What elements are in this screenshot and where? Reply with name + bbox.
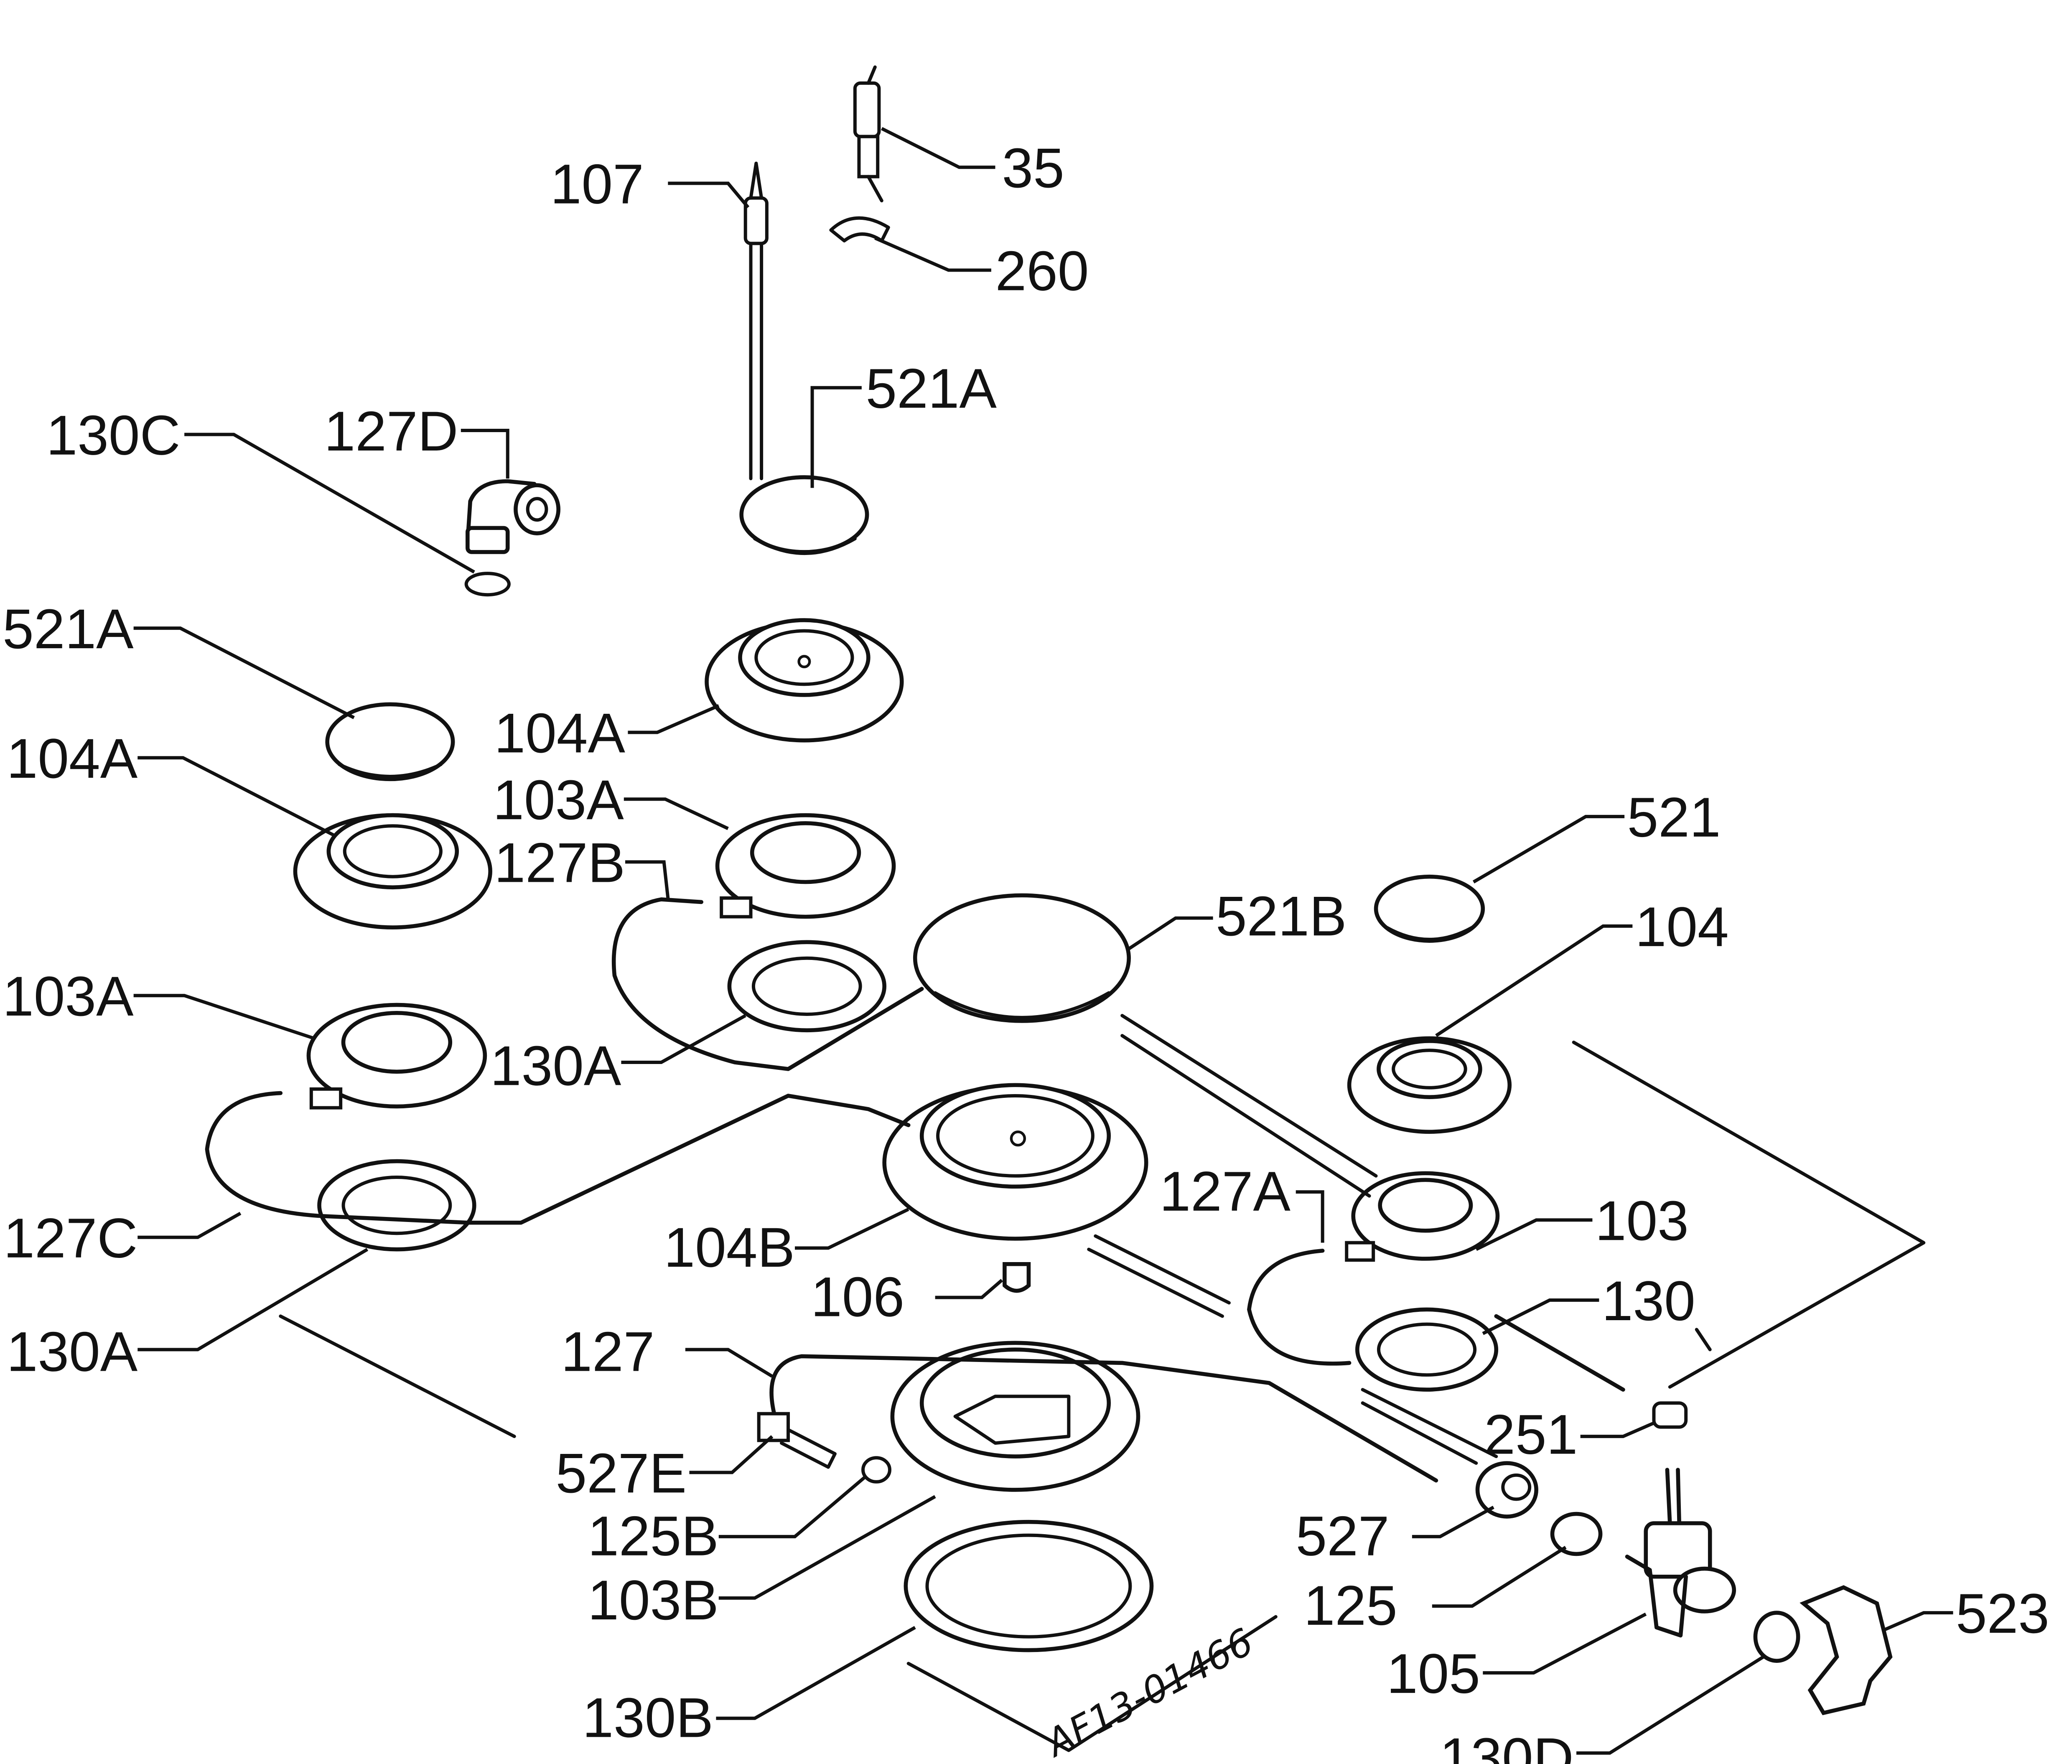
label-127d: 127D (324, 400, 458, 463)
part-104b-large-burner (882, 1083, 1148, 1241)
part-104a-burner-left (293, 813, 492, 929)
part-35-spark-electrode (853, 65, 883, 203)
part-521a-cap-left (325, 702, 455, 781)
boundary-lines (279, 1041, 1926, 1752)
label-104a-left: 104A (7, 727, 138, 790)
part-125-fitting (1550, 1512, 1603, 1556)
part-127d-elbow (466, 479, 560, 554)
label-527e: 527E (556, 1442, 687, 1504)
part-103a-burner-base-left (306, 1003, 487, 1110)
label-103a-left: 103A (3, 965, 134, 1028)
part-104-burner-right (1347, 1036, 1512, 1134)
label-130b: 130B (582, 1686, 713, 1749)
gas-pipes (205, 897, 1712, 1483)
part-523-bracket (1800, 1585, 1893, 1716)
part-106-injector (1003, 1262, 1031, 1293)
label-521a-left: 521A (3, 598, 134, 660)
label-521b: 521B (1216, 885, 1347, 947)
part-104a-burner-top (705, 618, 904, 743)
label-130a-left: 130A (7, 1320, 138, 1383)
part-251-nut (1652, 1401, 1688, 1429)
part-105-gas-tap (1625, 1468, 1736, 1638)
label-523: 523 (1956, 1582, 2049, 1645)
label-521a-top: 521A (865, 357, 997, 420)
label-127a: 127A (1159, 1160, 1291, 1223)
label-103: 103 (1595, 1189, 1689, 1252)
part-130b-ring (904, 1520, 1154, 1652)
part-130d-washer (1753, 1611, 1800, 1663)
label-127c: 127C (3, 1207, 137, 1270)
part-521-cap-right (1374, 874, 1485, 943)
label-103b: 103B (588, 1569, 719, 1632)
label-127b: 127B (494, 832, 625, 894)
part-103-burner-base-right (1345, 1171, 1500, 1262)
part-107-thermocouple (743, 161, 769, 481)
label-260: 260 (995, 239, 1089, 302)
part-527e-fitting (757, 1412, 837, 1469)
part-527-nut (1475, 1461, 1538, 1519)
label-35: 35 (1002, 137, 1064, 199)
part-125b-nut (861, 1456, 891, 1484)
label-103a-mid: 103A (493, 769, 624, 831)
part-130-ring-right (1355, 1307, 1499, 1392)
label-104a-mid: 104A (494, 702, 625, 764)
label-130: 130 (1602, 1270, 1695, 1332)
part-260-clip (829, 216, 890, 243)
part-103b-wok-base (890, 1341, 1140, 1492)
parts-drawings (205, 65, 1926, 1752)
label-251: 251 (1484, 1403, 1578, 1466)
part-130a-ring-left (317, 1159, 476, 1252)
label-125b: 125B (588, 1505, 719, 1568)
part-521a-cap-top (739, 475, 869, 555)
label-104b: 104B (664, 1216, 795, 1279)
label-130a-mid: 130A (490, 1034, 621, 1097)
label-105: 105 (1387, 1642, 1480, 1705)
label-106: 106 (811, 1265, 904, 1328)
label-130d: 130D (1440, 1726, 1574, 1764)
label-127: 127 (561, 1320, 654, 1383)
part-103a-burner-base-mid (715, 813, 896, 919)
leader-lines (133, 127, 1953, 1755)
part-130a-ring-mid (727, 940, 886, 1033)
label-125: 125 (1304, 1574, 1397, 1637)
label-521: 521 (1627, 786, 1721, 849)
part-130c-washer (464, 572, 511, 597)
part-521b-large-cap (913, 893, 1131, 1023)
label-104: 104 (1635, 896, 1729, 958)
label-130c: 130C (46, 404, 181, 467)
label-527: 527 (1296, 1505, 1390, 1568)
label-107: 107 (550, 153, 644, 216)
